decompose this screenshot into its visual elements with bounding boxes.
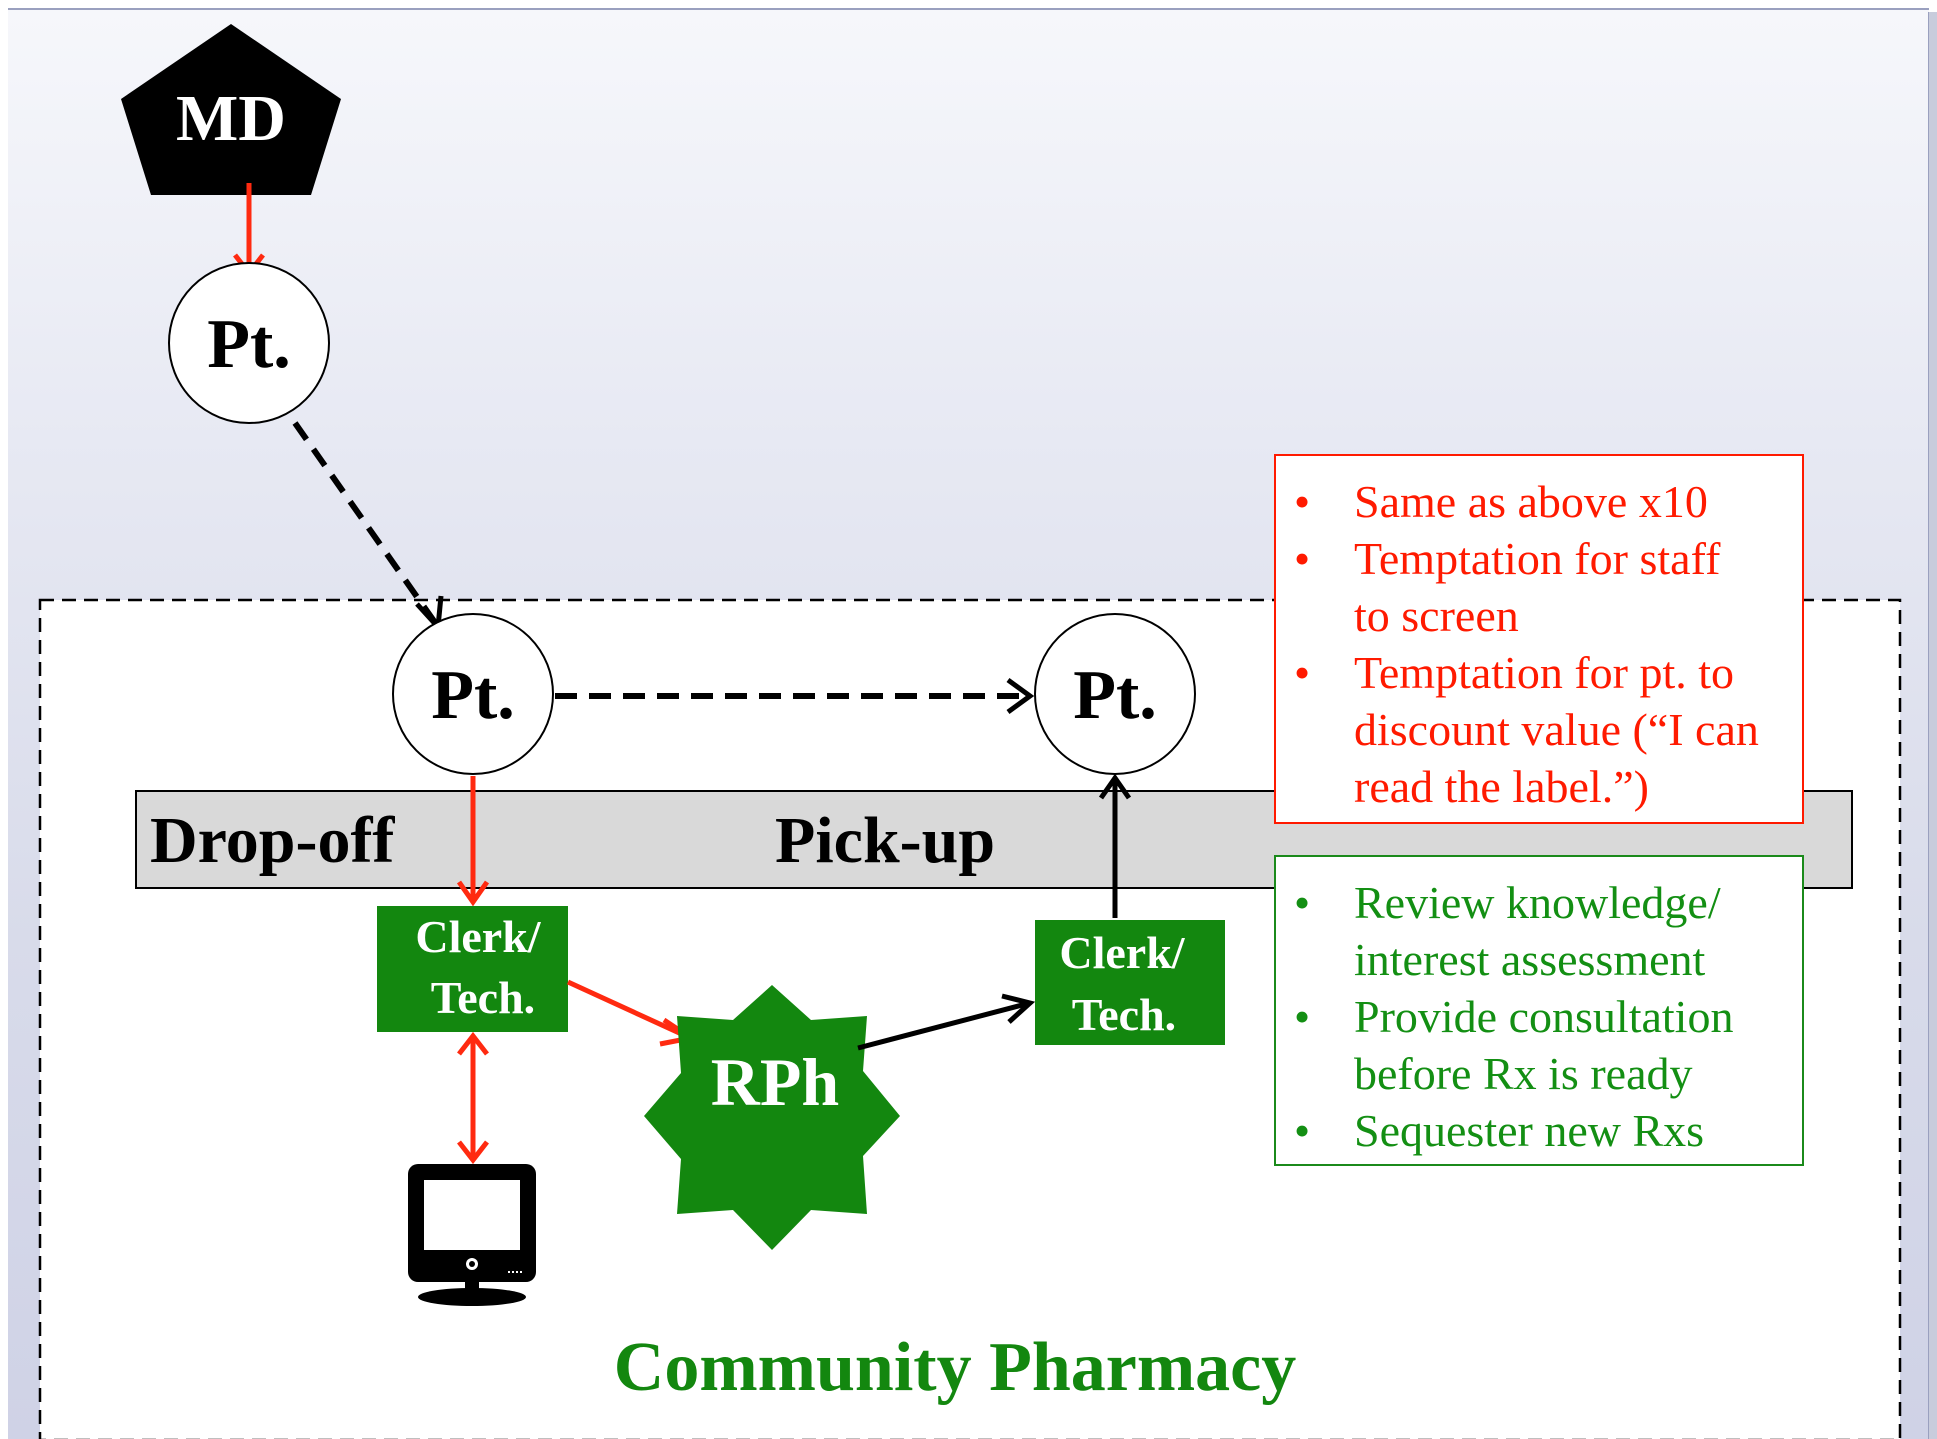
concern-item: •Temptation for staff to screen [1276,530,1802,644]
bullet-dot: • [1294,647,1311,698]
concern-item: •Temptation for pt. to discount value (“… [1276,644,1802,815]
clerk-right-line2: Tech. [1072,989,1176,1040]
md-to-pt-arrow [233,183,265,278]
patient-label-top: Pt. [207,306,291,383]
clerk-left-line1: Clerk/ [415,911,541,962]
rph-to-clerk-arrow [857,993,1036,1051]
solutions-callout: •Review knowledge/ interest assessment •… [1274,855,1804,1166]
concern-item: •Same as above x10 [1276,473,1802,530]
solution-item: •Provide consultation before Rx is ready [1276,988,1802,1102]
clerk-tech-box-left [377,906,568,1032]
rph-label: RPh [711,1044,839,1120]
rph-star [644,985,900,1250]
bullet-dot: • [1294,476,1311,527]
computer-monitor-icon [408,1164,536,1306]
clerk-to-pickup-arrow [1098,773,1132,918]
pt-to-pharmacy-arrow [292,421,444,633]
window-edge [1928,12,1937,1439]
pickup-label: Pick-up [775,804,995,877]
solution-item: •Review knowledge/ interest assessment [1276,874,1802,988]
patient-circle-top [168,262,330,424]
dropoff-label: Drop-off [150,804,395,877]
community-pharmacy-title: Community Pharmacy [614,1329,1296,1406]
bullet-dot: • [1294,991,1311,1042]
patient-label-dropoff: Pt. [431,657,515,734]
dropoff-to-pickup-arrow [555,677,1035,715]
patient-circle-dropoff [392,613,554,775]
solution-item: •Sequester new Rxs [1276,1102,1802,1159]
bullet-dot: • [1294,877,1311,928]
clerk-computer-double-arrow [457,1031,489,1165]
bullet-dot: • [1294,1105,1311,1156]
bullet-dot: • [1294,533,1311,584]
patient-label-pickup: Pt. [1073,657,1157,734]
md-pentagon [121,24,341,195]
clerk-tech-box-right [1035,920,1225,1045]
concerns-callout: •Same as above x10 •Temptation for staff… [1274,454,1804,824]
clerk-right-line1: Clerk/ [1059,927,1185,978]
clerk-left-line2: Tech. [431,972,535,1023]
dropoff-to-clerk-arrow [456,776,490,907]
md-label: MD [176,82,286,155]
